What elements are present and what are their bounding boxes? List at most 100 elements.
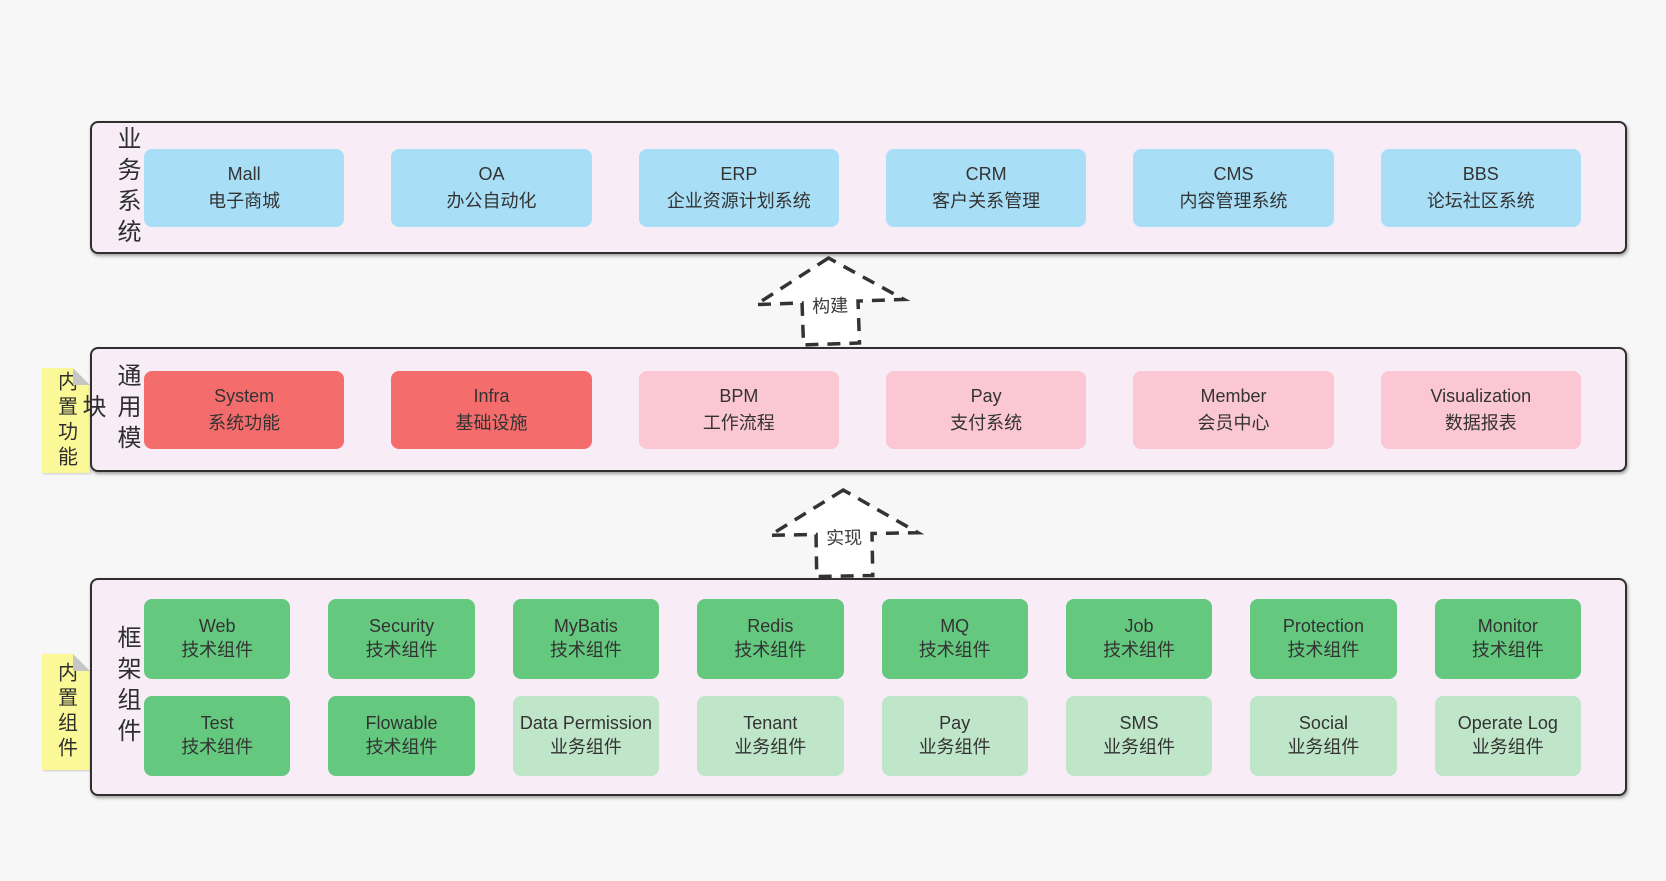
box-subtitle: 技术组件	[918, 639, 991, 660]
layer-common-modules: 通用模块 System 系统功能 Infra 基础设施 BPM 工作流程 Pay 支付系统 Me…	[78, 347, 1627, 472]
box-title: MQ	[940, 615, 970, 636]
diagram-box-mq: MQ 技术组件	[881, 598, 1028, 679]
box-title: Flowable	[365, 712, 438, 733]
box-subtitle: 技术组件	[1287, 639, 1360, 660]
box-subtitle: 业务组件	[1287, 736, 1360, 757]
diagram-box-operate-log: Operate Log 业务组件	[1434, 695, 1581, 776]
box-title: BBS	[1462, 164, 1499, 185]
diagram-box-system: System 系统功能	[144, 370, 345, 449]
box-title: MyBatis	[553, 615, 618, 636]
box-title: Tenant	[743, 712, 798, 733]
arrow-implement: 实现	[763, 486, 925, 581]
box-subtitle: 技术组件	[365, 639, 438, 660]
box-title: ERP	[720, 164, 758, 185]
box-title: Pay	[970, 386, 1002, 407]
box-subtitle: 支付系统	[950, 412, 1023, 433]
box-title: Monitor	[1477, 615, 1538, 636]
modules-boxes-grid: System 系统功能 Infra 基础设施 BPM 工作流程 Pay 支付系统 Member 会…	[144, 370, 1581, 449]
diagram-box-mall: Mall 电子商城	[144, 148, 345, 227]
diagram-box-security: Security 技术组件	[328, 598, 475, 679]
box-subtitle: 技术组件	[181, 639, 254, 660]
box-title: Protection	[1282, 615, 1364, 636]
box-title: Mall	[227, 164, 261, 185]
diagram-box-pay: Pay 业务组件	[881, 695, 1028, 776]
box-title: System	[214, 386, 275, 407]
box-subtitle: 业务组件	[1103, 736, 1176, 757]
box-subtitle: 论坛社区系统	[1426, 190, 1535, 211]
sticky-note-text: 内置组件	[54, 662, 77, 762]
box-title: Data Permission	[519, 712, 652, 733]
diagram-box-member: Member 会员中心	[1133, 370, 1334, 449]
box-subtitle: 业务组件	[549, 736, 622, 757]
box-subtitle: 会员中心	[1197, 412, 1270, 433]
box-title: BPM	[719, 386, 759, 407]
diagram-box-data-permission: Data Permission 业务组件	[512, 695, 660, 776]
diagram-box-social: Social 业务组件	[1250, 695, 1397, 776]
box-subtitle: 工作流程	[702, 412, 775, 433]
diagram-box-mybatis: MyBatis 技术组件	[512, 598, 660, 679]
diagram-box-redis: Redis 技术组件	[697, 598, 844, 679]
box-title: Infra	[473, 386, 510, 407]
diagram-box-pay: Pay 支付系统	[885, 370, 1087, 449]
box-title: Job	[1124, 615, 1154, 636]
sticky-note-text: 内置功能	[54, 370, 77, 471]
arrow-build: 构建	[748, 252, 911, 350]
box-subtitle: 电子商城	[208, 190, 281, 211]
box-title: Operate Log	[1457, 712, 1558, 733]
box-subtitle: 业务组件	[1471, 736, 1544, 757]
box-subtitle: 内容管理系统	[1179, 190, 1288, 211]
diagram-box-tenant: Tenant 业务组件	[697, 695, 844, 776]
box-subtitle: 办公自动化	[446, 190, 537, 211]
box-title: Member	[1200, 386, 1267, 407]
diagram-box-flowable: Flowable 技术组件	[328, 695, 475, 776]
diagram-box-bbs: BBS 论坛社区系统	[1380, 148, 1581, 227]
box-title: Redis	[747, 615, 794, 636]
box-title: Web	[198, 615, 236, 636]
box-title: Security	[369, 615, 435, 636]
box-title: Visualization	[1430, 386, 1532, 407]
box-title: CMS	[1213, 164, 1254, 185]
box-subtitle: 技术组件	[1471, 639, 1544, 660]
box-subtitle: 技术组件	[549, 639, 622, 660]
diagram-box-protection: Protection 技术组件	[1250, 598, 1397, 679]
box-title: Pay	[939, 712, 971, 733]
box-title: OA	[478, 164, 505, 185]
diagram-box-visualization: Visualization 数据报表	[1380, 370, 1581, 449]
box-subtitle: 系统功能	[208, 412, 281, 433]
diagram-box-test: Test 技术组件	[144, 695, 291, 776]
box-subtitle: 数据报表	[1444, 412, 1517, 433]
box-subtitle: 业务组件	[734, 736, 807, 757]
box-title: Social	[1298, 712, 1348, 733]
box-title: CRM	[965, 164, 1007, 185]
box-subtitle: 技术组件	[181, 736, 254, 757]
diagram-box-bpm: BPM 工作流程	[638, 370, 839, 449]
diagram-box-sms: SMS 业务组件	[1065, 695, 1213, 776]
layer-label-modules: 通用模块	[78, 363, 140, 456]
box-subtitle: 业务组件	[918, 736, 991, 757]
diagram-box-crm: CRM 客户关系管理	[885, 148, 1087, 227]
box-subtitle: 技术组件	[1103, 639, 1176, 660]
box-subtitle: 技术组件	[734, 639, 807, 660]
box-subtitle: 技术组件	[365, 736, 438, 757]
box-subtitle: 基础设施	[455, 412, 528, 433]
diagram-box-web: Web 技术组件	[144, 598, 291, 679]
arrow-implement-label: 实现	[822, 523, 866, 551]
diagram-box-oa: OA 办公自动化	[391, 148, 592, 227]
diagram-box-job: Job 技术组件	[1065, 598, 1213, 679]
diagram-box-cms: CMS 内容管理系统	[1133, 148, 1334, 227]
box-title: SMS	[1119, 712, 1159, 733]
layer-label-business: 业务系统	[113, 125, 140, 250]
sticky-note-builtin-components: 内置组件	[42, 654, 90, 770]
arrow-build-label: 构建	[808, 291, 852, 319]
sticky-note-builtin-features: 内置功能	[42, 368, 90, 473]
diagram-box-monitor: Monitor 技术组件	[1434, 598, 1581, 679]
diagram-box-infra: Infra 基础设施	[391, 370, 592, 449]
box-subtitle: 客户关系管理	[932, 190, 1041, 211]
box-title: Test	[200, 712, 234, 733]
